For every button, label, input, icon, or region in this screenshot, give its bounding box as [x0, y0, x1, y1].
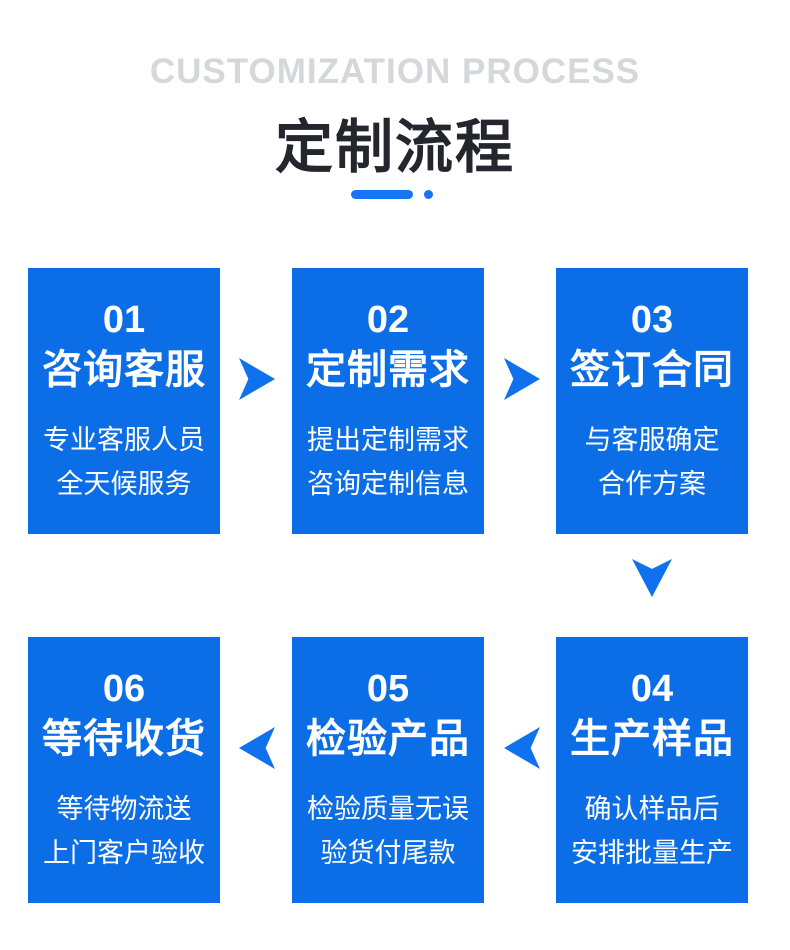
step-description-line: 安排批量生产 — [571, 838, 733, 868]
step-card-03: 03 签订合同 与客服确定 合作方案 — [556, 268, 748, 534]
step-description-line: 与客服确定 — [584, 425, 720, 455]
step-title: 等待收货 — [42, 717, 206, 761]
step-number: 06 — [102, 668, 146, 710]
step-title: 签订合同 — [570, 348, 734, 392]
step-description-line: 验货付尾款 — [320, 838, 456, 868]
step-description-line: 提出定制需求 — [307, 425, 469, 455]
step-card-04: 04 生产样品 确认样品后 安排批量生产 — [556, 637, 748, 903]
step-description-line: 等待物流送 — [56, 794, 192, 824]
chevron-right-icon — [504, 358, 540, 400]
title-divider-dot — [424, 190, 433, 199]
title-divider-line — [351, 190, 413, 199]
step-card-01: 01 咨询客服 专业客服人员 全天候服务 — [28, 268, 220, 534]
step-card-02: 02 定制需求 提出定制需求 咨询定制信息 — [292, 268, 484, 534]
step-description-line: 全天候服务 — [56, 469, 192, 499]
section-title-chinese: 定制流程 — [274, 115, 515, 180]
step-number: 04 — [630, 668, 674, 710]
step-description-line: 专业客服人员 — [43, 425, 205, 455]
step-description-line: 合作方案 — [598, 469, 706, 499]
step-number: 03 — [630, 299, 674, 341]
step-title: 检验产品 — [306, 717, 470, 761]
chevron-left-icon — [504, 727, 540, 769]
step-description-line: 确认样品后 — [584, 794, 720, 824]
chevron-left-icon — [239, 727, 275, 769]
step-description-line: 检验质量无误 — [307, 794, 469, 824]
step-number: 01 — [102, 299, 146, 341]
step-title: 定制需求 — [306, 348, 470, 392]
step-card-06: 06 等待收货 等待物流送 上门客户验收 — [28, 637, 220, 903]
step-title: 咨询客服 — [42, 348, 206, 392]
chevron-right-icon — [239, 358, 275, 400]
step-description-line: 上门客户验收 — [43, 838, 205, 868]
step-title: 生产样品 — [570, 717, 734, 761]
chevron-down-icon — [632, 559, 672, 597]
section-title-english: CUSTOMIZATION PROCESS — [149, 52, 641, 91]
step-card-05: 05 检验产品 检验质量无误 验货付尾款 — [292, 637, 484, 903]
step-number: 05 — [366, 668, 410, 710]
step-number: 02 — [366, 299, 410, 341]
step-description-line: 咨询定制信息 — [307, 469, 469, 499]
